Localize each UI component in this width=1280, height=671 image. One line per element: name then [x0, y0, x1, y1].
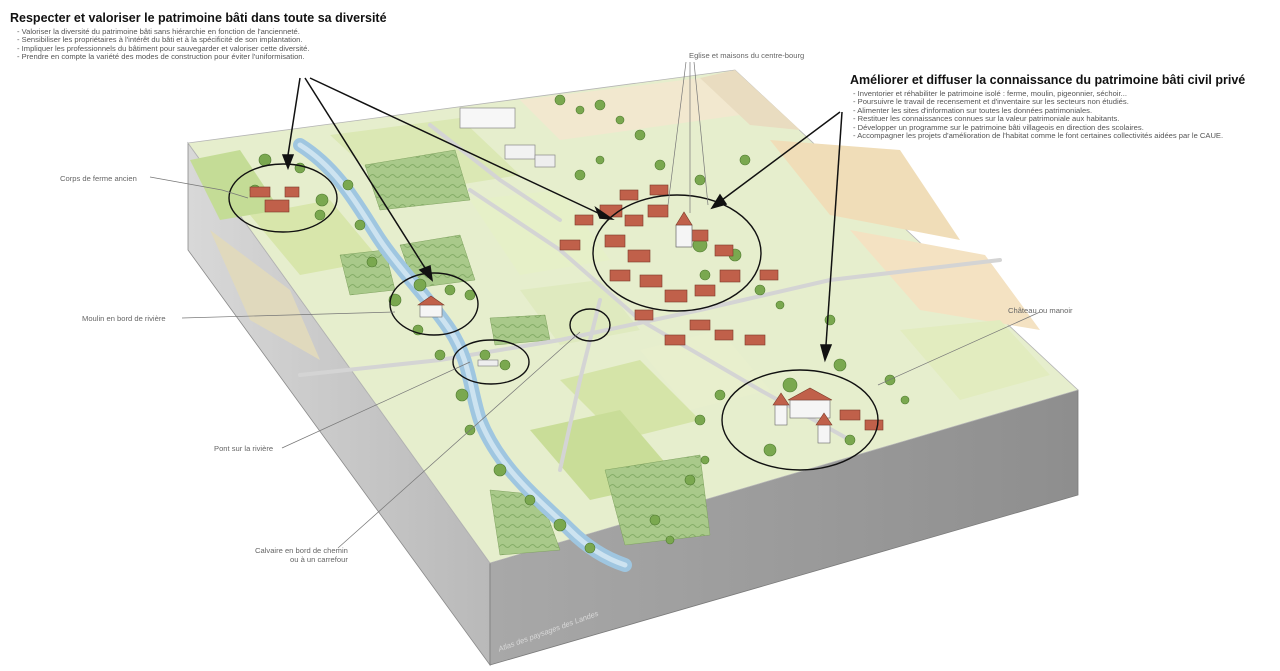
- list-item: - Développer un programme sur le patrimo…: [853, 122, 1144, 132]
- callout-church: Eglise et maisons du centre-bourg: [689, 51, 805, 60]
- bridge-circle: [452, 339, 530, 385]
- list-item: - Poursuivre le travail de recensement e…: [853, 97, 1129, 107]
- list-item: - Restituer les connaissances connues su…: [853, 114, 1120, 124]
- highlight-circles: [228, 163, 879, 471]
- list-item: - Prendre en compte la variété des modes…: [17, 52, 305, 62]
- left-block-title: Respecter et valoriser le patrimoine bât…: [10, 11, 387, 25]
- river-highlight: [297, 142, 628, 568]
- bridge: [477, 359, 499, 367]
- callout-mill: Moulin en bord de rivière: [82, 314, 166, 323]
- farm-buildings: [249, 186, 300, 213]
- village-circle: [592, 194, 762, 312]
- callout-farm: Corps de ferme ancien: [60, 174, 137, 183]
- callout-bridge: Pont sur la rivière: [214, 444, 274, 453]
- list-item: - Valoriser la diversité du patrimoine b…: [17, 27, 300, 36]
- calvary-circle: [569, 308, 611, 342]
- callout-lines: [149, 61, 1041, 549]
- castle-buildings: [772, 387, 884, 444]
- right-block-title: Améliorer et diffuser la connaissance du…: [850, 73, 1246, 87]
- castle-circle: [721, 369, 879, 471]
- arrows: [281, 77, 843, 363]
- forests: [339, 149, 711, 556]
- list-item: - Alimenter les sites d'information sur …: [853, 105, 1093, 115]
- list-item: - Inventorier et réhabiliter le patrimoi…: [853, 89, 1127, 98]
- left-block-bullets: - Valoriser la diversité du patrimoine b…: [17, 27, 310, 62]
- callout-calvary-line2: ou à un carrefour: [290, 555, 348, 564]
- mill-building: [417, 295, 445, 318]
- village-centre-houses: [559, 184, 779, 346]
- callout-calvary-line1: Calvaire en bord de chemin: [255, 546, 348, 555]
- industrial-buildings: [459, 107, 556, 168]
- list-item: - Accompagner les projets d'amélioration…: [853, 131, 1224, 141]
- church: [675, 211, 693, 248]
- list-item: - Impliquer les professionnels du bâtime…: [17, 43, 310, 53]
- callout-calvary: Calvaire en bord de chemin ou à un carre…: [255, 546, 348, 564]
- list-item: - Sensibiliser les propriétaires à l'int…: [17, 35, 303, 45]
- callout-castle: Château ou manoir: [1008, 306, 1073, 315]
- farm-circle: [228, 163, 338, 233]
- right-block-bullets: - Inventorier et réhabiliter le patrimoi…: [853, 89, 1224, 141]
- village-buildings: [249, 107, 884, 444]
- mill-circle: [389, 272, 479, 336]
